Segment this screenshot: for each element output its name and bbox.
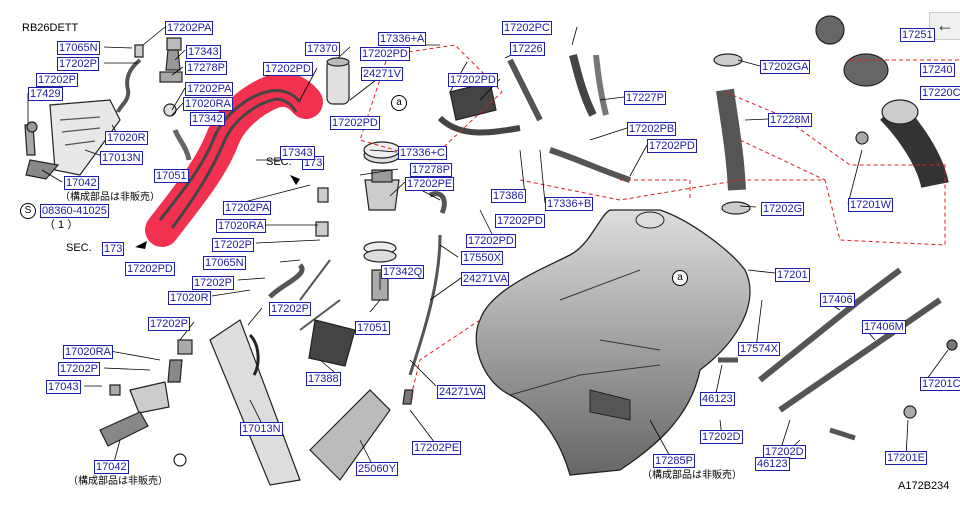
part-label-17202P[interactable]: 17202P <box>148 317 190 331</box>
part-label-17020RA[interactable]: 17020RA <box>183 97 233 111</box>
part-label-17202P[interactable]: 17202P <box>57 57 99 71</box>
left-assembly <box>24 37 192 180</box>
part-label-17343[interactable]: 17343 <box>186 45 221 59</box>
part-label-17278P[interactable]: 17278P <box>185 61 227 75</box>
lower-left-assembly <box>99 259 414 486</box>
part-label-17202PE[interactable]: 17202PE <box>412 441 462 455</box>
part-label-17202PE[interactable]: 17202PE <box>405 177 455 191</box>
part-label-17202P[interactable]: 17202P <box>58 362 100 376</box>
part-label-17278P[interactable]: 17278P <box>410 163 452 177</box>
part-label-17220C[interactable]: 17220C <box>920 86 960 100</box>
part-label-17020R[interactable]: 17020R <box>105 131 148 145</box>
part-label-17202PC[interactable]: 17202PC <box>502 21 552 35</box>
part-label-17370[interactable]: 17370 <box>305 42 340 56</box>
part-label-17226[interactable]: 17226 <box>510 42 545 56</box>
part-label-17228M[interactable]: 17228M <box>768 113 812 127</box>
part-label-17202PD[interactable]: 17202PD <box>360 47 410 61</box>
part-label-17202G[interactable]: 17202G <box>761 202 805 216</box>
part-label-17043[interactable]: 17043 <box>46 380 81 394</box>
part-label-17202PA[interactable]: 17202PA <box>223 201 272 215</box>
sec-arrows <box>135 175 300 249</box>
ref-marker-a-1: a <box>391 95 407 111</box>
part-label-17020RA[interactable]: 17020RA <box>63 345 113 359</box>
part-label-17201C[interactable]: 17201C <box>920 377 960 391</box>
part-label-46123[interactable]: 46123 <box>755 457 790 471</box>
diagram-id: A172B234 <box>898 480 950 492</box>
part-label-17042[interactable]: 17042 <box>64 176 99 190</box>
part-label-24271V[interactable]: 24271V <box>361 67 403 81</box>
part-label-17574X[interactable]: 17574X <box>738 342 780 356</box>
highlight-hose <box>145 72 323 247</box>
part-label-17285P[interactable]: 17285P <box>653 454 695 468</box>
part-label-17406[interactable]: 17406 <box>820 293 855 307</box>
back-arrow-icon: ← <box>936 15 954 35</box>
sec-label-2: SEC. <box>66 242 92 254</box>
part-label-17065N[interactable]: 17065N <box>57 41 100 55</box>
not-sold-note-1: （構成部品は非販売） <box>60 192 160 203</box>
ref-marker-a-2: a <box>672 270 688 286</box>
part-label-17202P[interactable]: 17202P <box>36 73 78 87</box>
part-label-17020R[interactable]: 17020R <box>168 291 211 305</box>
part-label-17429[interactable]: 17429 <box>28 87 63 101</box>
part-label-17336+B[interactable]: 17336+B <box>545 197 594 211</box>
part-label-17202PB[interactable]: 17202PB <box>627 122 677 136</box>
part-label-17202GA[interactable]: 17202GA <box>760 60 811 74</box>
part-label-17051[interactable]: 17051 <box>154 169 189 183</box>
part-label-17202P[interactable]: 17202P <box>192 276 234 290</box>
part-label-17065N[interactable]: 17065N <box>203 256 246 270</box>
not-sold-note-2: （構成部品は非販売） <box>68 476 168 487</box>
part-label-17550X[interactable]: 17550X <box>461 251 503 265</box>
part-label-17202P[interactable]: 17202P <box>269 302 311 316</box>
part-label-17343[interactable]: 17343 <box>280 146 315 160</box>
part-label-24271VA[interactable]: 24271VA <box>437 385 486 399</box>
part-label-17020RA[interactable]: 17020RA <box>216 219 266 233</box>
part-label-17342[interactable]: 17342 <box>190 112 225 126</box>
part-label-17202PD[interactable]: 17202PD <box>448 73 498 87</box>
part-label-17201[interactable]: 17201 <box>775 268 810 282</box>
model-name: RB26DETT <box>22 22 79 34</box>
bolt-part-label[interactable]: 08360-41025 <box>40 204 109 218</box>
part-label-17202D[interactable]: 17202D <box>700 430 743 444</box>
part-label-17202D[interactable]: 17202D <box>763 445 806 459</box>
part-label-17388[interactable]: 17388 <box>306 372 341 386</box>
part-label-17202PA[interactable]: 17202PA <box>185 82 234 96</box>
back-arrow-button[interactable]: ← <box>929 12 960 40</box>
ref-marker-s: S <box>20 203 36 219</box>
part-label-17051[interactable]: 17051 <box>355 321 390 335</box>
part-label-17013N[interactable]: 17013N <box>100 151 143 165</box>
part-label-17240[interactable]: 17240 <box>920 63 955 77</box>
part-label-25060Y[interactable]: 25060Y <box>356 462 398 476</box>
sec-prefix: SEC. <box>66 242 92 254</box>
part-label-17336+A[interactable]: 17336+A <box>378 32 427 46</box>
part-label-17342Q[interactable]: 17342Q <box>381 265 425 279</box>
part-label-17336+C[interactable]: 17336+C <box>398 146 447 160</box>
part-label-17202PD[interactable]: 17202PD <box>125 262 175 276</box>
sec-number-2[interactable]: 173 <box>102 242 125 256</box>
part-label-17227P[interactable]: 17227P <box>624 91 666 105</box>
part-label-17202PD[interactable]: 17202PD <box>466 234 516 248</box>
part-label-24271VA[interactable]: 24271VA <box>461 272 510 286</box>
part-label-17201E[interactable]: 17201E <box>885 451 927 465</box>
part-label-17202PD[interactable]: 17202PD <box>495 214 545 228</box>
bolt-qty: （ 1 ） <box>44 219 79 231</box>
part-label-17251[interactable]: 17251 <box>900 28 935 42</box>
not-sold-note-3: （構成部品は非販売） <box>642 470 742 481</box>
part-label-17202PD[interactable]: 17202PD <box>330 116 380 130</box>
part-label-17202PD[interactable]: 17202PD <box>647 139 697 153</box>
part-label-46123[interactable]: 46123 <box>700 392 735 406</box>
part-label-17042[interactable]: 17042 <box>94 460 129 474</box>
part-label-17202P[interactable]: 17202P <box>212 238 254 252</box>
part-label-17406M[interactable]: 17406M <box>862 320 906 334</box>
right-assembly <box>713 15 958 441</box>
leader-lines-dashed <box>359 44 960 401</box>
part-label-17202PA[interactable]: 17202PA <box>165 21 214 35</box>
part-label-17201W[interactable]: 17201W <box>848 198 893 212</box>
part-label-17013N[interactable]: 17013N <box>240 422 283 436</box>
part-label-17202PD[interactable]: 17202PD <box>263 62 313 76</box>
middle-assembly <box>268 54 631 376</box>
part-label-17386[interactable]: 17386 <box>491 189 526 203</box>
